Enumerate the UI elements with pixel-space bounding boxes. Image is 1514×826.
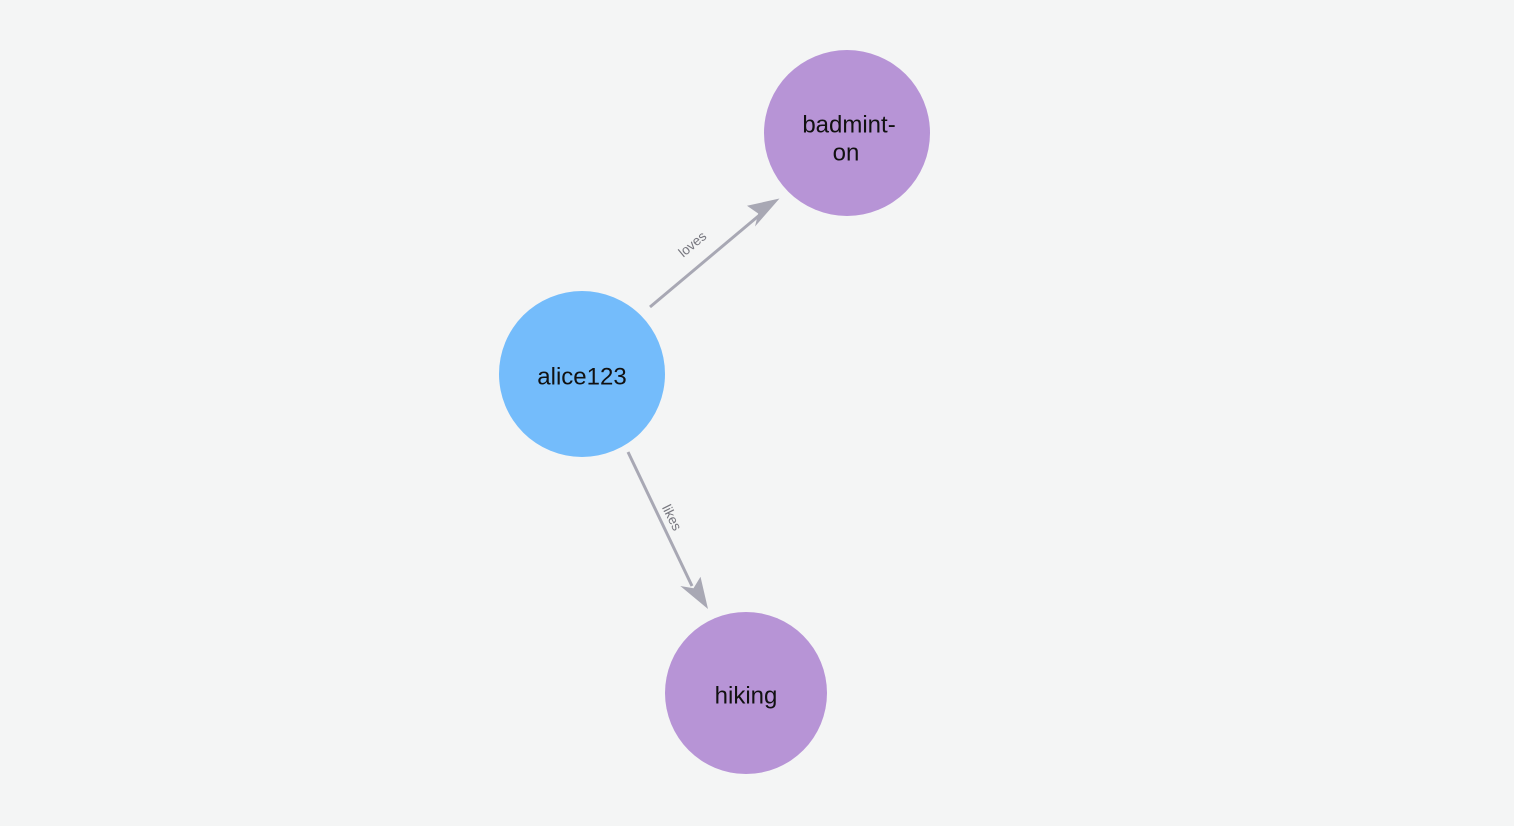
edge-arrowhead-loves bbox=[747, 198, 780, 227]
edge-arrowhead-likes bbox=[680, 576, 708, 609]
edge-alice123-likes-hiking[interactable]: likes bbox=[626, 451, 708, 609]
node-hiking[interactable]: hiking bbox=[665, 612, 827, 774]
node-circle-alice123[interactable] bbox=[499, 291, 665, 457]
edge-alice123-loves-badminton[interactable]: loves bbox=[649, 198, 780, 309]
nodes-layer: alice123 badmint- on hiking bbox=[499, 50, 930, 774]
node-badminton[interactable]: badmint- on bbox=[764, 50, 930, 216]
edge-line-loves[interactable] bbox=[649, 211, 763, 309]
edge-label-loves: loves bbox=[675, 228, 709, 260]
node-alice123[interactable]: alice123 bbox=[499, 291, 665, 457]
edge-line-likes[interactable] bbox=[626, 451, 694, 587]
node-circle-badminton[interactable] bbox=[764, 50, 930, 216]
node-circle-hiking[interactable] bbox=[665, 612, 827, 774]
